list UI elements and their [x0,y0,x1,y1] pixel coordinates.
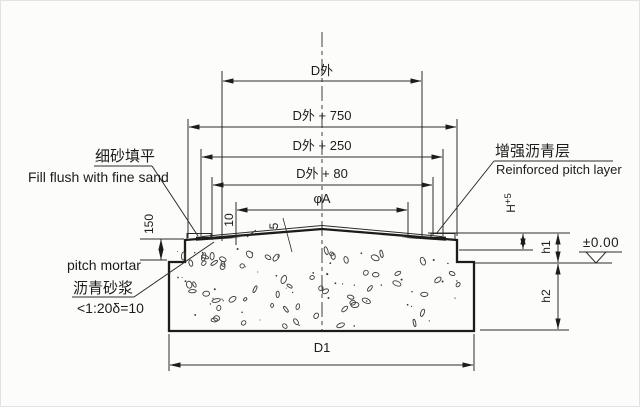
dim-label-d-outer: D外 [311,63,333,78]
pitch-mortar-label-en: pitch mortar [67,257,141,273]
fine-sand-annotation: 细砂填平 Fill flush with fine sand [28,148,199,237]
aggregate-pattern [176,246,461,329]
reinforced-pitch-annotation: 增强沥青层 Reinforced pitch layer [435,143,622,235]
reinforced-pitch-wedge-left [196,236,241,241]
dim-label-d-outer-250: D外 + 250 [293,138,352,153]
leader-line [435,160,495,235]
dim-label-150: 150 [142,214,156,234]
dim-label-10: 10 [222,213,236,227]
dim-label-d1: D1 [314,340,331,355]
leader-line-5 [282,217,293,253]
dim-label-d-outer-80: D外 + 80 [296,166,348,181]
pitch-mortar-label-zh: 沥青砂浆 [73,279,133,297]
reinforced-label-en: Reinforced pitch layer [496,162,622,177]
reinforced-pitch-wedge-right [401,236,446,241]
datum-triangle-icon [584,251,608,264]
dim-label-h-plus-5: H+5 [503,193,519,213]
leader-line [133,241,215,298]
leader-line [151,165,199,237]
layer-dimensions: 10 5 [222,213,293,253]
top-dimensions: D外 D外 + 750 D外 + 250 D外 + 80 φA [187,63,458,245]
dim-label-h2: h2 [539,289,553,303]
pitch-mortar-annotation: pitch mortar 沥青砂浆 <1:20δ=10 [67,241,215,316]
foundation-section [167,224,476,333]
dim-label-5: 5 [267,222,281,229]
dim-label-h1: h1 [539,240,553,254]
fine-sand-label-en: Fill flush with fine sand [28,169,169,185]
slope-note-label: <1:20δ=10 [77,300,144,316]
foundation-outline [167,227,476,333]
datum-symbol: ±0.00 [579,235,622,264]
mortar-layer-line [201,224,443,237]
datum-label: ±0.00 [583,235,619,250]
sand-fill-notch-left [186,233,212,239]
fine-sand-label-zh: 细砂填平 [95,148,155,165]
oblique-tick [246,229,257,238]
bottom-dimension: D1 [168,334,475,371]
dim-label-phi-a: φA [313,191,330,206]
dim-label-d-outer-750: D外 + 750 [293,108,352,123]
right-level-dimensions: H+5 h1 h2 ±0.00 [428,193,622,331]
reinforced-label-zh: 增强沥青层 [495,143,570,160]
curb-height-dimension: 150 [140,214,184,261]
